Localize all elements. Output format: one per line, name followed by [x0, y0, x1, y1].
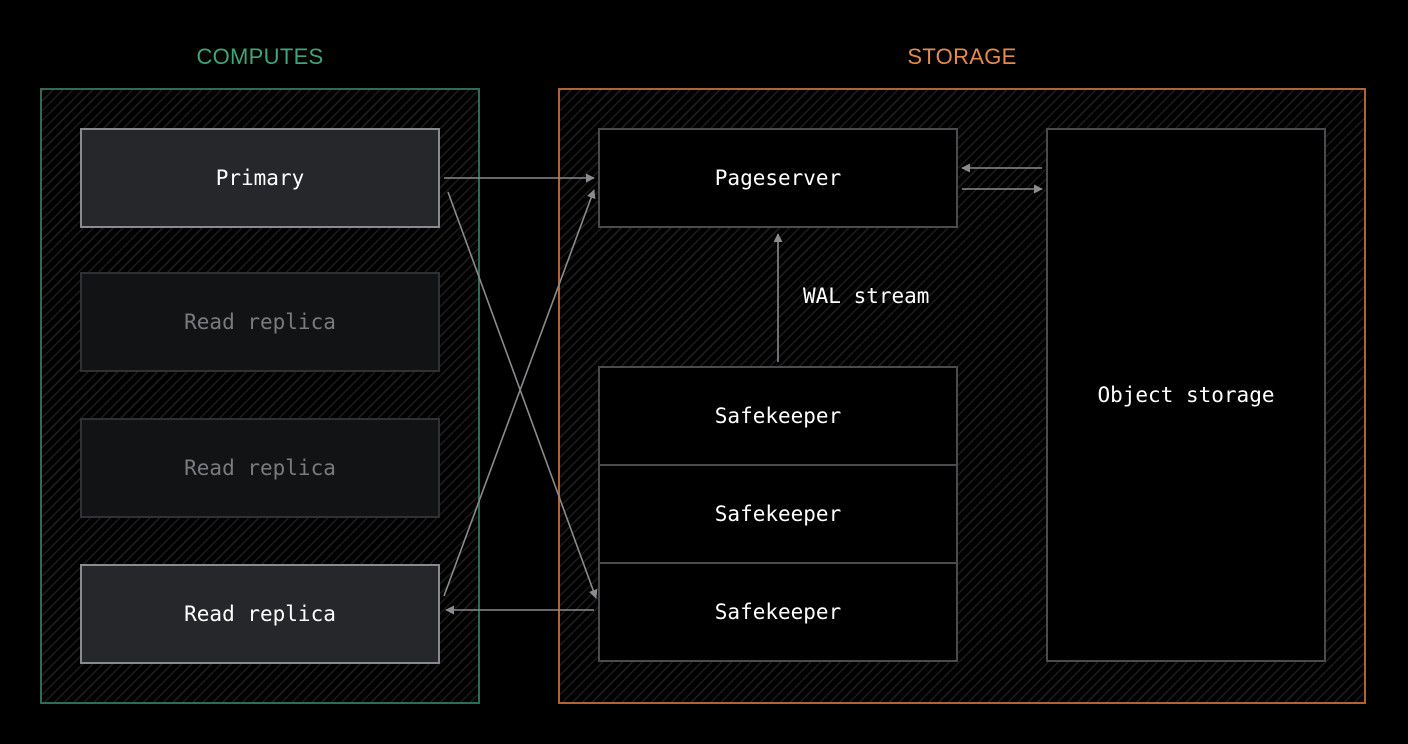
replica-to-pageserver-arrow	[443, 189, 596, 597]
primary-node[interactable]: Primary	[80, 128, 440, 228]
read-replica-node-1[interactable]: Read replica	[80, 272, 440, 372]
safekeeper-node-2[interactable]: Safekeeper	[598, 464, 958, 564]
primary-to-safekeeper-arrow	[447, 191, 598, 599]
storage-title: STORAGE	[907, 44, 1017, 69]
wal-stream-label: WAL stream	[803, 284, 930, 308]
read-replica-label: Read replica	[184, 602, 336, 626]
computes-title: COMPUTES	[196, 44, 324, 69]
pageserver-label: Pageserver	[714, 166, 842, 190]
safekeeper-label: Safekeeper	[714, 502, 842, 526]
read-replica-node-3[interactable]: Read replica	[80, 564, 440, 664]
object-storage-label: Object storage	[1097, 383, 1275, 407]
read-replica-node-2[interactable]: Read replica	[80, 418, 440, 518]
object-storage-node[interactable]: Object storage	[1046, 128, 1326, 662]
safekeeper-label: Safekeeper	[714, 600, 842, 624]
pageserver-node[interactable]: Pageserver	[598, 128, 958, 228]
primary-label: Primary	[215, 166, 305, 190]
safekeeper-label: Safekeeper	[714, 404, 842, 428]
read-replica-label: Read replica	[184, 310, 336, 334]
read-replica-label: Read replica	[184, 456, 336, 480]
safekeeper-node-3[interactable]: Safekeeper	[598, 562, 958, 662]
